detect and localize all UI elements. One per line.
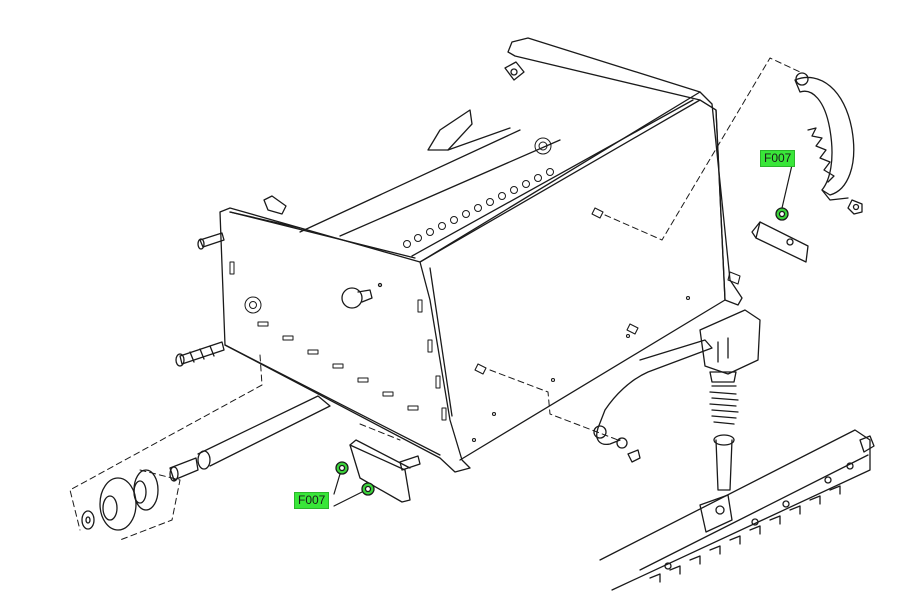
left-panel-slots [229,261,447,421]
top-bolt [504,61,525,81]
callout-leaders [333,164,793,507]
small-bracket-right [751,207,809,263]
spring-lever [593,309,761,491]
knob [341,282,383,309]
callout-label-f007-bottom: F007 [294,492,330,509]
bottom-bracket [335,439,421,503]
rail [599,429,875,591]
left-screws [175,195,287,367]
face-bolts [471,207,741,443]
dashed-leaders [69,57,801,541]
callout-label-f007-top: F007 [760,150,796,167]
tray-body [219,37,743,473]
ratchet-bracket [794,72,863,215]
shaft-rollers [81,395,331,531]
floor-hole-row [403,137,554,248]
